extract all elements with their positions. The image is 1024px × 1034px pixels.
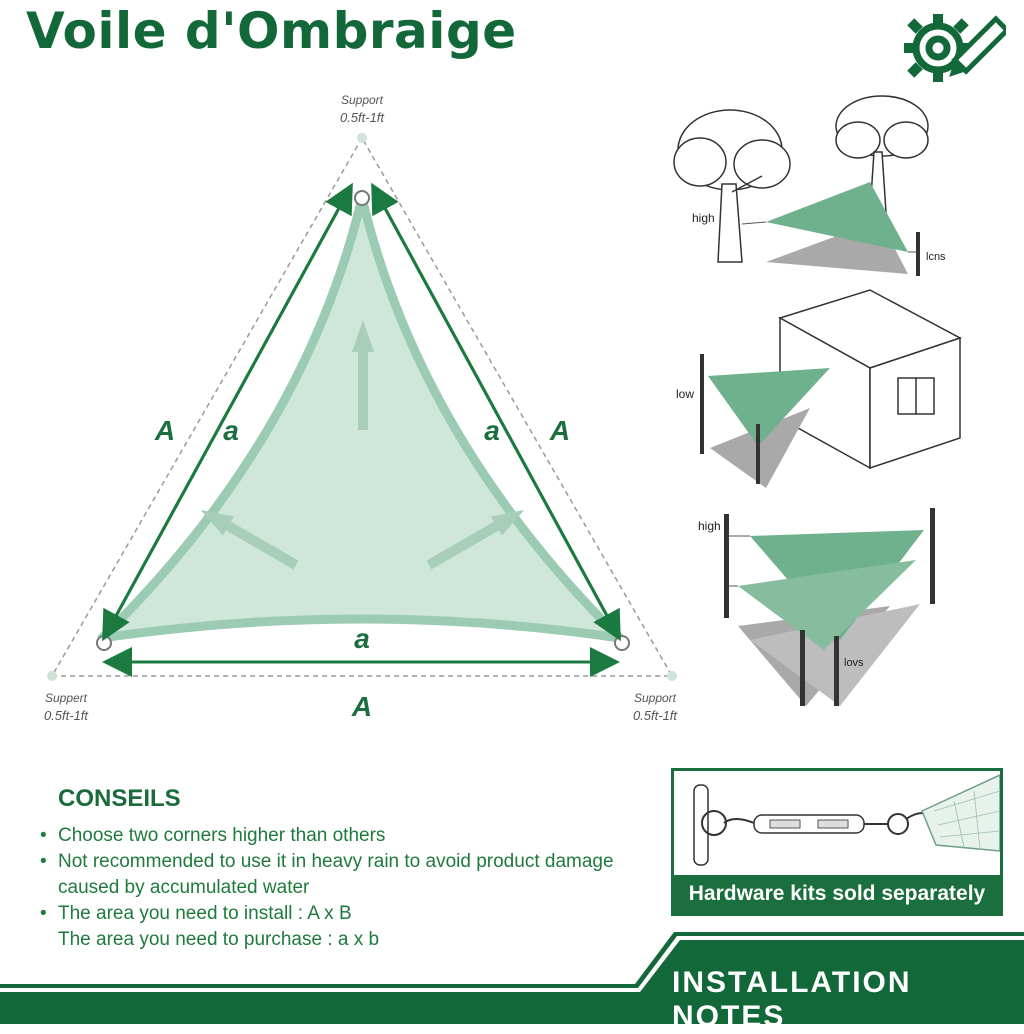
triangle-sail-diagram: Support 0.5ft-1ft Suppert 0.5ft-1ft Supp… xyxy=(44,93,678,723)
corner-ring-top xyxy=(354,190,370,206)
turnbuckle-illustration xyxy=(693,774,1000,866)
tips-heading: CONSEILS xyxy=(58,785,181,812)
outer-label-right: A xyxy=(549,415,570,446)
list-item: •Not recommended to use it in heavy rain… xyxy=(40,851,614,898)
outer-label-bottom: A xyxy=(351,691,372,722)
footer-label: INSTALLATION NOTES xyxy=(672,966,912,1033)
inner-label-right: a xyxy=(484,415,500,446)
support-range-top: 0.5ft-1ft xyxy=(340,110,385,125)
scene-double-low-label: lovs xyxy=(844,657,864,669)
support-dot-right xyxy=(667,671,677,681)
support-label-right: Support xyxy=(634,691,677,705)
scene-double: high lovs xyxy=(698,508,935,706)
scene-trees-low-label: lcns xyxy=(926,251,946,263)
page-title: Voile d'Ombraige xyxy=(26,2,517,60)
support-range-right: 0.5ft-1ft xyxy=(633,708,678,723)
support-dot-top xyxy=(357,133,367,143)
tips-section: CONSEILS •Choose two corners higher than… xyxy=(40,785,660,953)
corner-ring-right xyxy=(614,635,630,651)
footer-banner xyxy=(0,932,1024,1024)
support-dot-left xyxy=(47,671,57,681)
scene-house-sail xyxy=(708,368,830,446)
hardware-caption: Hardware kits sold separately xyxy=(674,875,1000,913)
hardware-kit-box: Hardware kits sold separately xyxy=(671,768,1003,916)
support-outline xyxy=(50,136,674,677)
gear-pencil-icon xyxy=(904,14,1006,82)
scene-trees-high-label: high xyxy=(692,211,715,225)
support-label-top: Support xyxy=(341,93,384,107)
scene-trees-sail xyxy=(766,182,908,252)
inner-label-left: a xyxy=(223,415,239,446)
inner-label-bottom: a xyxy=(354,623,370,654)
scene-double-high-label: high xyxy=(698,519,721,533)
scene-house-low-label: low xyxy=(676,387,694,401)
scene-double-sail-bottom xyxy=(738,560,916,650)
scene-house: low xyxy=(676,289,962,488)
support-range-left: 0.5ft-1ft xyxy=(44,708,89,723)
support-label-left: Suppert xyxy=(45,691,88,705)
tips-list: •Choose two corners higher than others •… xyxy=(40,823,660,953)
outer-label-left: A xyxy=(154,415,175,446)
list-item: •Choose two corners higher than others xyxy=(40,825,386,846)
scene-trees: high lcns xyxy=(673,95,946,276)
corner-ring-left xyxy=(96,635,112,651)
